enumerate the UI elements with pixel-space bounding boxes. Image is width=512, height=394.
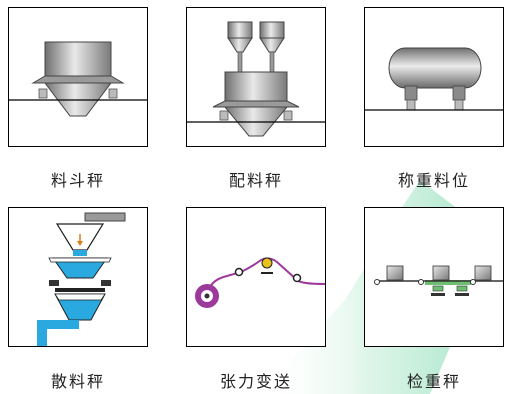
checkweigher-icon (374, 265, 503, 296)
batching-scale-label: 配料秤 (228, 171, 283, 190)
batching-scale-icon (187, 21, 325, 137)
batching-scale-tile[interactable] (186, 7, 326, 147)
bulk-scale-label: 散料秤 (50, 372, 105, 391)
tension-transfer-label: 张力变送 (219, 372, 292, 391)
horizontal-tank-icon (365, 47, 503, 111)
tension-transfer-tile[interactable] (186, 207, 326, 347)
checkweigher-label: 检重秤 (406, 372, 461, 391)
bulk-scale-tile[interactable] (8, 207, 148, 347)
bulk-scale-icon (37, 212, 126, 346)
checkweigher-tile[interactable] (364, 207, 504, 347)
tension-roller-icon (195, 257, 325, 308)
hopper-scale-tile[interactable] (8, 7, 148, 147)
hopper-scale-icon (9, 41, 147, 117)
weighing-level-tile[interactable] (364, 7, 504, 147)
weighing-level-label: 称重料位 (397, 171, 470, 190)
hopper-scale-label: 料斗秤 (50, 171, 105, 190)
